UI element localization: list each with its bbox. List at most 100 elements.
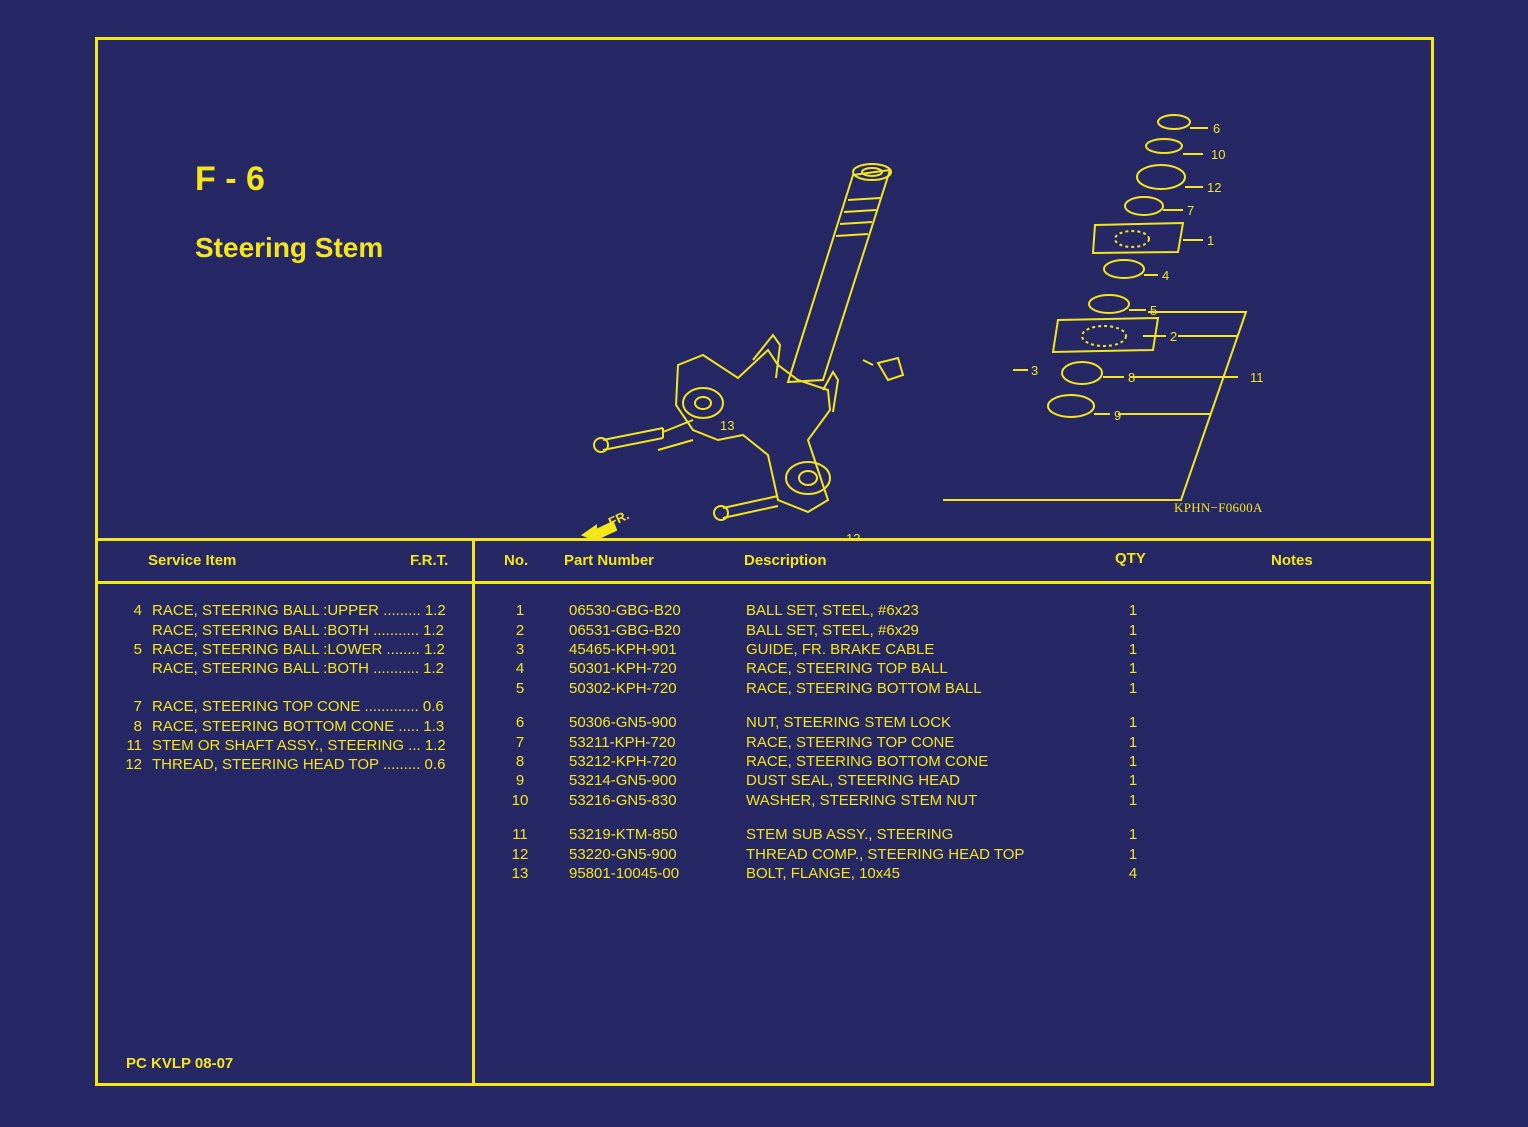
service-item: RACE, STEERING BALL :BOTH ........... 1.… [118, 622, 444, 639]
callout-label: 4 [1162, 268, 1169, 283]
part-number: 53219-KTM-850 [569, 826, 678, 843]
part-qty: 1 [1128, 846, 1138, 863]
callout-label: 13 [846, 531, 860, 540]
callout-label: 8 [1128, 370, 1135, 385]
part-number: 50301-KPH-720 [569, 660, 677, 677]
part-number: 53214-GN5-900 [569, 772, 677, 789]
part-description: STEM SUB ASSY., STEERING [746, 826, 954, 843]
callout-label: 11 [1250, 370, 1264, 385]
part-qty: 1 [1128, 602, 1138, 619]
part-qty: 1 [1128, 622, 1138, 639]
service-item: RACE, STEERING BALL :BOTH ........... 1.… [118, 660, 444, 677]
description-header: Description [744, 552, 827, 569]
service-item-text: RACE, STEERING BALL :UPPER ......... 1.2 [152, 602, 446, 619]
front-label: FR. [606, 507, 631, 529]
diagram-reference: KPHN−F0600A [1174, 500, 1263, 515]
part-number: 53220-GN5-900 [569, 846, 677, 863]
header-divider [98, 581, 1431, 584]
part-qty: 1 [1128, 792, 1138, 809]
part-no: 13 [511, 865, 529, 882]
part-qty: 1 [1128, 680, 1138, 697]
part-no: 6 [515, 714, 525, 731]
qty-header: QTY [1115, 550, 1146, 567]
part-description: RACE, STEERING BOTTOM CONE [746, 753, 989, 770]
part-qty: 1 [1128, 660, 1138, 677]
frt-header: F.R.T. [410, 552, 449, 569]
notes-header: Notes [1271, 552, 1313, 569]
part-number: 95801-10045-00 [569, 865, 680, 882]
part-number: 53216-GN5-830 [569, 792, 677, 809]
part-description: BOLT, FLANGE, 10x45 [746, 865, 900, 882]
service-item-text: RACE, STEERING BALL :LOWER ........ 1.2 [152, 641, 445, 658]
part-number: 53212-KPH-720 [569, 753, 677, 770]
service-item-text: RACE, STEERING BALL :BOTH ........... 1.… [152, 622, 445, 639]
part-description: WASHER, STEERING STEM NUT [746, 792, 978, 809]
part-description: RACE, STEERING TOP CONE [746, 734, 955, 751]
part-qty: 1 [1128, 826, 1138, 843]
parts-sheet-frame: F - 6 Steering Stem [95, 37, 1434, 1086]
callout-label: 9 [1114, 408, 1121, 423]
part-no: 8 [515, 753, 525, 770]
figure-code: F - 6 [195, 160, 265, 198]
part-no: 7 [515, 734, 525, 751]
part-no: 3 [515, 641, 525, 658]
service-item-text: RACE, STEERING TOP CONE ............. 0.… [152, 698, 444, 715]
front-arrow [580, 520, 618, 540]
part-qty: 1 [1128, 641, 1138, 658]
part-no: 11 [512, 826, 528, 843]
callout-label: 1 [1207, 233, 1214, 248]
callout-label: 7 [1187, 203, 1194, 218]
column-divider [472, 538, 475, 1083]
part-number: 50302-KPH-720 [569, 680, 677, 697]
callout-label: 6 [1213, 121, 1220, 136]
footer-code: PC KVLP 08-07 [126, 1055, 234, 1072]
service-item-no: 11 [126, 737, 142, 754]
part-no: 4 [515, 660, 525, 677]
part-description: DUST SEAL, STEERING HEAD [746, 772, 960, 789]
callout-label: 13 [720, 418, 734, 433]
callout-label: 5 [1150, 303, 1157, 318]
part-description: NUT, STEERING STEM LOCK [746, 714, 952, 731]
callout-label: 2 [1170, 329, 1177, 344]
part-description: BALL SET, STEEL, #6x23 [746, 602, 919, 619]
part-qty: 1 [1128, 753, 1138, 770]
part-no: 10 [511, 792, 529, 809]
part-no: 9 [515, 772, 525, 789]
part-number-header: Part Number [564, 552, 655, 569]
service-item-no: 8 [133, 718, 142, 735]
part-no: 2 [515, 622, 525, 639]
callout-label: 3 [1031, 363, 1038, 378]
bolt-13-lower [722, 495, 779, 519]
service-item-no: 12 [125, 756, 142, 773]
part-description: THREAD COMP., STEERING HEAD TOP [746, 846, 1025, 863]
stem-shaft [786, 168, 892, 384]
service-item: 5 RACE, STEERING BALL :LOWER ........ 1.2 [118, 641, 445, 658]
part-number: 45465-KPH-901 [569, 641, 677, 658]
service-item-header: Service Item [148, 552, 237, 569]
part-qty: 1 [1128, 714, 1138, 731]
part-number: 06531-GBG-B20 [569, 622, 681, 639]
service-item: 12 THREAD, STEERING HEAD TOP ......... 0.… [118, 756, 445, 773]
callout-label: 10 [1211, 147, 1225, 162]
part-number: 50306-GN5-900 [569, 714, 677, 731]
part-number: 53211-KPH-720 [569, 734, 676, 751]
part-description: RACE, STEERING TOP BALL [746, 660, 948, 677]
part-no: 1 [515, 602, 525, 619]
part-qty: 1 [1128, 734, 1138, 751]
part-no: 12 [511, 846, 529, 863]
part-qty: 4 [1128, 865, 1138, 882]
stem-bracket [674, 348, 832, 514]
service-item-text: THREAD, STEERING HEAD TOP ......... 0.6 [152, 756, 446, 773]
service-item-text: RACE, STEERING BALL :BOTH ........... 1.… [152, 660, 445, 677]
part-description: RACE, STEERING BOTTOM BALL [746, 680, 982, 697]
page-title: Steering Stem [195, 232, 384, 263]
callout-label: 12 [1207, 180, 1221, 195]
part-number: 06530-GBG-B20 [569, 602, 681, 619]
part-no: 5 [515, 680, 525, 697]
service-item-no: 5 [133, 641, 142, 658]
